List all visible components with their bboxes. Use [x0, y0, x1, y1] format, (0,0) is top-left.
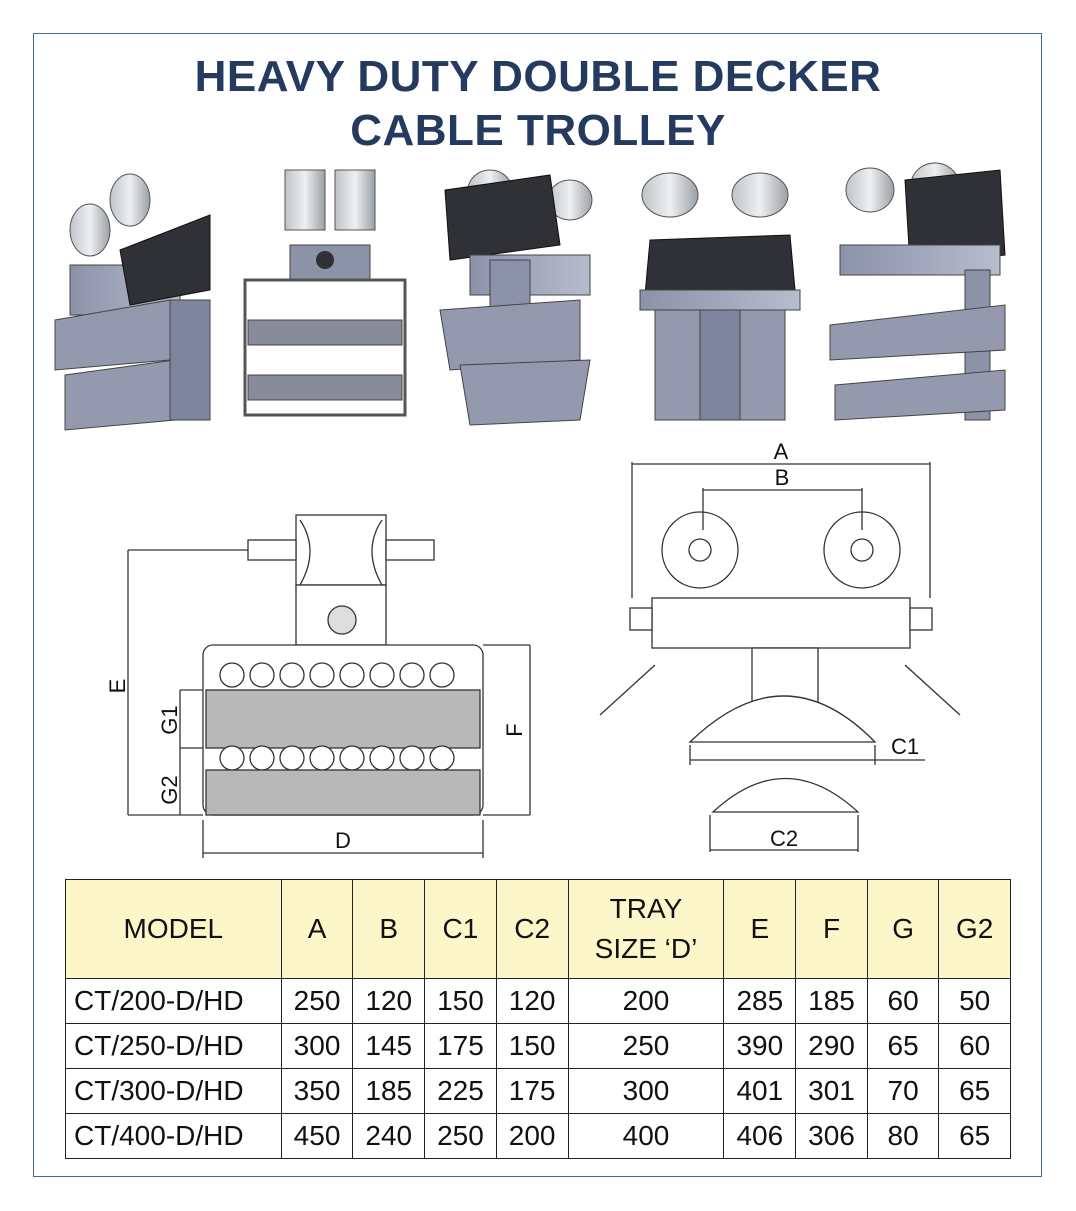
title-line-1: HEAVY DUTY DOUBLE DECKER — [194, 52, 882, 101]
cell-g: 60 — [866, 978, 940, 1024]
dim-label-d: D — [335, 828, 351, 853]
header-f: F — [795, 879, 868, 979]
cell-a: 450 — [280, 1113, 354, 1159]
cell-g2: 60 — [938, 1023, 1011, 1069]
header-tray-size: TRAY SIZE ‘D’ — [567, 879, 725, 979]
iso-view-2 — [439, 169, 593, 426]
cell-b: 185 — [352, 1068, 426, 1114]
cell-g: 80 — [866, 1113, 940, 1159]
cell-model: CT/250-D/HD — [65, 1023, 282, 1069]
header-model: MODEL — [65, 879, 282, 979]
cell-b: 240 — [352, 1113, 426, 1159]
cell-a: 250 — [280, 978, 354, 1024]
cell-e: 401 — [723, 1068, 797, 1114]
cell-c1: 225 — [424, 1068, 497, 1114]
cell-e: 285 — [723, 978, 797, 1024]
cell-c2: 200 — [495, 1113, 569, 1159]
table-row: CT/200-D/HD 250 120 150 120 200 285 185 … — [65, 978, 1011, 1024]
header-g: G — [866, 879, 940, 979]
cell-c2: 175 — [495, 1068, 569, 1114]
iso-view-1 — [54, 173, 211, 431]
cell-tray: 400 — [567, 1113, 725, 1159]
header-c2: C2 — [495, 879, 569, 979]
dim-label-c2: C2 — [770, 826, 798, 851]
header-c1: C1 — [424, 879, 497, 979]
cell-c2: 120 — [495, 978, 569, 1024]
iso-view-3 — [829, 162, 1006, 421]
product-views-illustration — [54, 162, 1006, 431]
dim-label-g1: G1 — [157, 705, 182, 734]
front-dimension-drawing — [127, 514, 531, 858]
dim-label-f: F — [502, 723, 527, 736]
header-tray-line1: TRAY — [609, 893, 683, 924]
cell-tray: 250 — [567, 1023, 725, 1069]
cell-c1: 150 — [424, 978, 497, 1024]
dim-label-e: E — [105, 679, 130, 694]
cell-a: 300 — [280, 1023, 354, 1069]
cell-e: 406 — [723, 1113, 797, 1159]
table-row: CT/400-D/HD 450 240 250 200 400 406 306 … — [65, 1113, 1011, 1159]
cell-tray: 300 — [567, 1068, 725, 1114]
cell-c1: 250 — [424, 1113, 497, 1159]
cell-a: 350 — [280, 1068, 354, 1114]
header-e: E — [723, 879, 797, 979]
cell-c2: 150 — [495, 1023, 569, 1069]
table-row: CT/250-D/HD 300 145 175 150 250 390 290 … — [65, 1023, 1011, 1069]
cell-f: 290 — [795, 1023, 868, 1069]
cell-e: 390 — [723, 1023, 797, 1069]
table-header-row: MODEL A B C1 C2 TRAY SIZE ‘D’ E F G G2 — [65, 879, 1011, 979]
title-line-2: CABLE TROLLEY — [350, 106, 726, 155]
cell-c1: 175 — [424, 1023, 497, 1069]
dim-label-b: B — [775, 465, 790, 490]
header-g2: G2 — [938, 879, 1011, 979]
dim-label-c1: C1 — [891, 734, 919, 759]
dim-label-a: A — [774, 439, 789, 464]
cell-g2: 65 — [938, 1068, 1011, 1114]
page-frame — [33, 33, 1042, 1177]
table-row: CT/300-D/HD 350 185 225 175 300 401 301 … — [65, 1068, 1011, 1114]
spec-table: MODEL A B C1 C2 TRAY SIZE ‘D’ E F G G2 C… — [65, 879, 1011, 1159]
page-title: HEAVY DUTY DOUBLE DECKER CABLE TROLLEY — [0, 50, 1076, 158]
cell-tray: 200 — [567, 978, 725, 1024]
dimension-drawings: E G1 G2 F D A B C1 C2 — [105, 439, 961, 858]
cell-f: 301 — [795, 1068, 868, 1114]
header-tray-line2: SIZE ‘D’ — [594, 933, 698, 964]
cell-model: CT/400-D/HD — [65, 1113, 282, 1159]
cell-g2: 65 — [938, 1113, 1011, 1159]
dim-label-g2: G2 — [157, 775, 182, 804]
cell-f: 185 — [795, 978, 868, 1024]
cell-model: CT/200-D/HD — [65, 978, 282, 1024]
cell-g2: 50 — [938, 978, 1011, 1024]
header-b: B — [352, 879, 426, 979]
cell-g: 65 — [866, 1023, 940, 1069]
front-view — [243, 169, 407, 417]
side-dimension-drawing — [599, 462, 961, 852]
cell-b: 145 — [352, 1023, 426, 1069]
cell-b: 120 — [352, 978, 426, 1024]
header-a: A — [280, 879, 354, 979]
side-view — [639, 172, 801, 421]
cell-f: 306 — [795, 1113, 868, 1159]
cell-g: 70 — [866, 1068, 940, 1114]
cell-model: CT/300-D/HD — [65, 1068, 282, 1114]
